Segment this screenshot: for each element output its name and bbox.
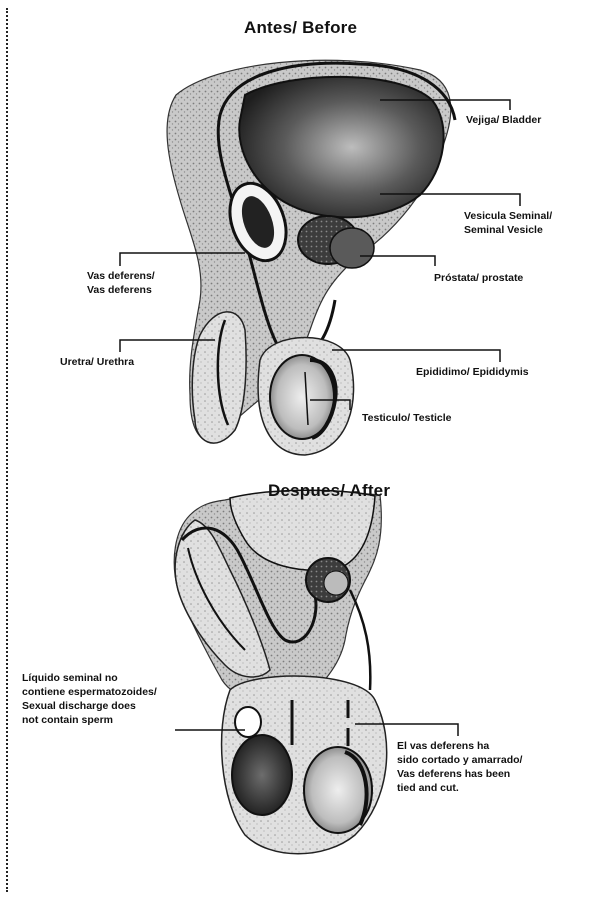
label-seminal-fluid-line3: Sexual discharge does	[22, 700, 136, 713]
label-seminal-fluid-line4: not contain sperm	[22, 714, 113, 727]
label-prostate: Próstata/ prostate	[434, 272, 523, 285]
label-bladder: Vejiga/ Bladder	[466, 114, 541, 127]
label-vas-cut-line2: sido cortado y amarrado/	[397, 754, 522, 767]
label-seminal-fluid-line2: contiene espermatozoides/	[22, 686, 157, 699]
label-vas-deferens-line2: Vas deferens	[87, 284, 152, 297]
label-testicle: Testiculo/ Testicle	[362, 412, 451, 425]
after-title: Despues/ After	[268, 481, 390, 501]
label-seminal-fluid-line1: Líquido seminal no	[22, 672, 118, 685]
after-illustration	[174, 490, 458, 854]
label-vas-deferens-line1: Vas deferens/	[87, 270, 155, 283]
label-epididymis: Epididimo/ Epididymis	[416, 366, 529, 379]
label-seminal-vesicle-line2: Seminal Vesicle	[464, 224, 543, 237]
after-prostate-inner	[324, 571, 348, 595]
before-title: Antes/ Before	[244, 18, 357, 38]
prostate-shape	[330, 228, 374, 268]
label-vas-cut-line1: El vas deferens ha	[397, 740, 489, 753]
before-illustration	[120, 60, 520, 455]
label-vas-cut-line4: tied and cut.	[397, 782, 459, 795]
after-testicle-left	[232, 735, 292, 815]
after-small-loop	[235, 707, 261, 737]
label-seminal-vesicle-line1: Vesicula Seminal/	[464, 210, 552, 223]
label-urethra: Uretra/ Urethra	[60, 356, 134, 369]
label-vas-cut-line3: Vas deferens has been	[397, 768, 510, 781]
